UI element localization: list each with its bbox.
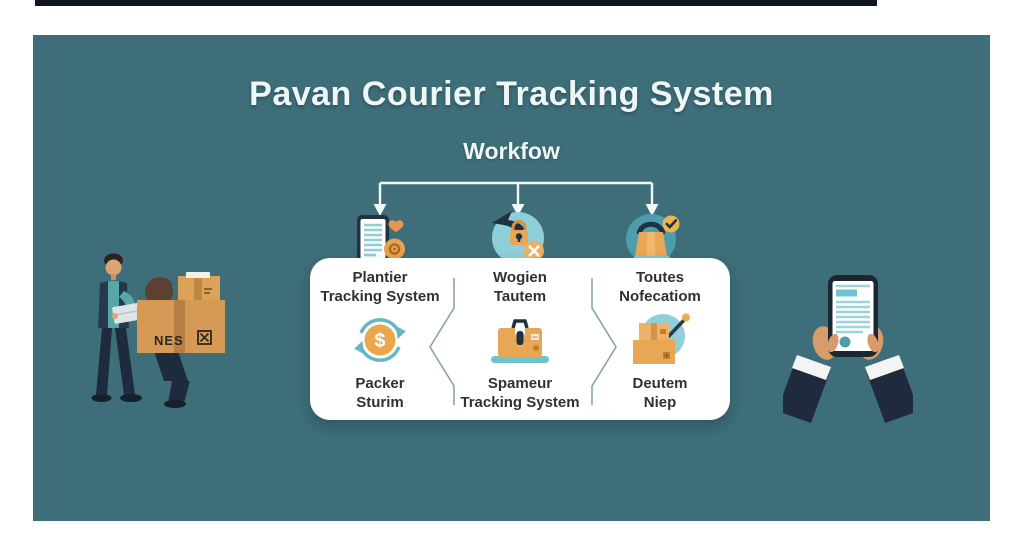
page-subtitle: Workfow	[463, 138, 560, 164]
report-document-icon	[357, 215, 405, 263]
courier-man	[91, 253, 142, 402]
suit-sleeves	[783, 355, 913, 423]
workflow-branch-arrows-icon	[373, 181, 659, 216]
courier-woman	[145, 277, 190, 408]
hands-holding-phone-illustration	[783, 275, 913, 423]
stage-top-label: Toutes Nofecatiom	[619, 269, 701, 306]
workflow-column-2: Wogien Tautem Spameur Tracking Syst	[450, 258, 590, 420]
cardboard-boxes: NES	[137, 272, 225, 353]
briefcase-icon	[487, 309, 553, 371]
page-title: Pavan Courier Tracking System	[249, 75, 774, 113]
send-lock-icon	[492, 211, 544, 264]
stage-top-label: Wogien Tautem	[493, 269, 547, 306]
parcel-stack-icon	[627, 309, 693, 371]
box-label: NES	[154, 333, 184, 348]
box-fragile-mark-icon	[197, 330, 212, 345]
courier-workers-illustration: NES	[91, 253, 225, 408]
stage-top-label: Plantier Tracking System	[320, 269, 440, 306]
workflow-column-1: Plantier Tracking System $ Packer Sturim	[310, 258, 450, 420]
poster-canvas: Pavan Courier Tracking System Workfow	[33, 35, 990, 521]
phone-screen-text-lines	[836, 284, 870, 348]
stage-bottom-label: Spameur Tracking System	[460, 374, 580, 411]
top-dark-strip	[35, 0, 877, 6]
heart-icon	[388, 220, 404, 233]
workflow-card: Plantier Tracking System $ Packer Sturim…	[310, 258, 730, 420]
svg-text:$: $	[375, 330, 386, 352]
currency-cycle-icon: $	[351, 309, 409, 371]
package-check-icon	[626, 214, 680, 264]
stage-bottom-label: Deutem Niep	[632, 374, 688, 411]
smartphone	[827, 275, 879, 357]
stage-bottom-label: Packer Sturim	[355, 374, 405, 411]
workflow-column-3: Toutes Nofecatiom Deutem Niep	[590, 258, 730, 420]
